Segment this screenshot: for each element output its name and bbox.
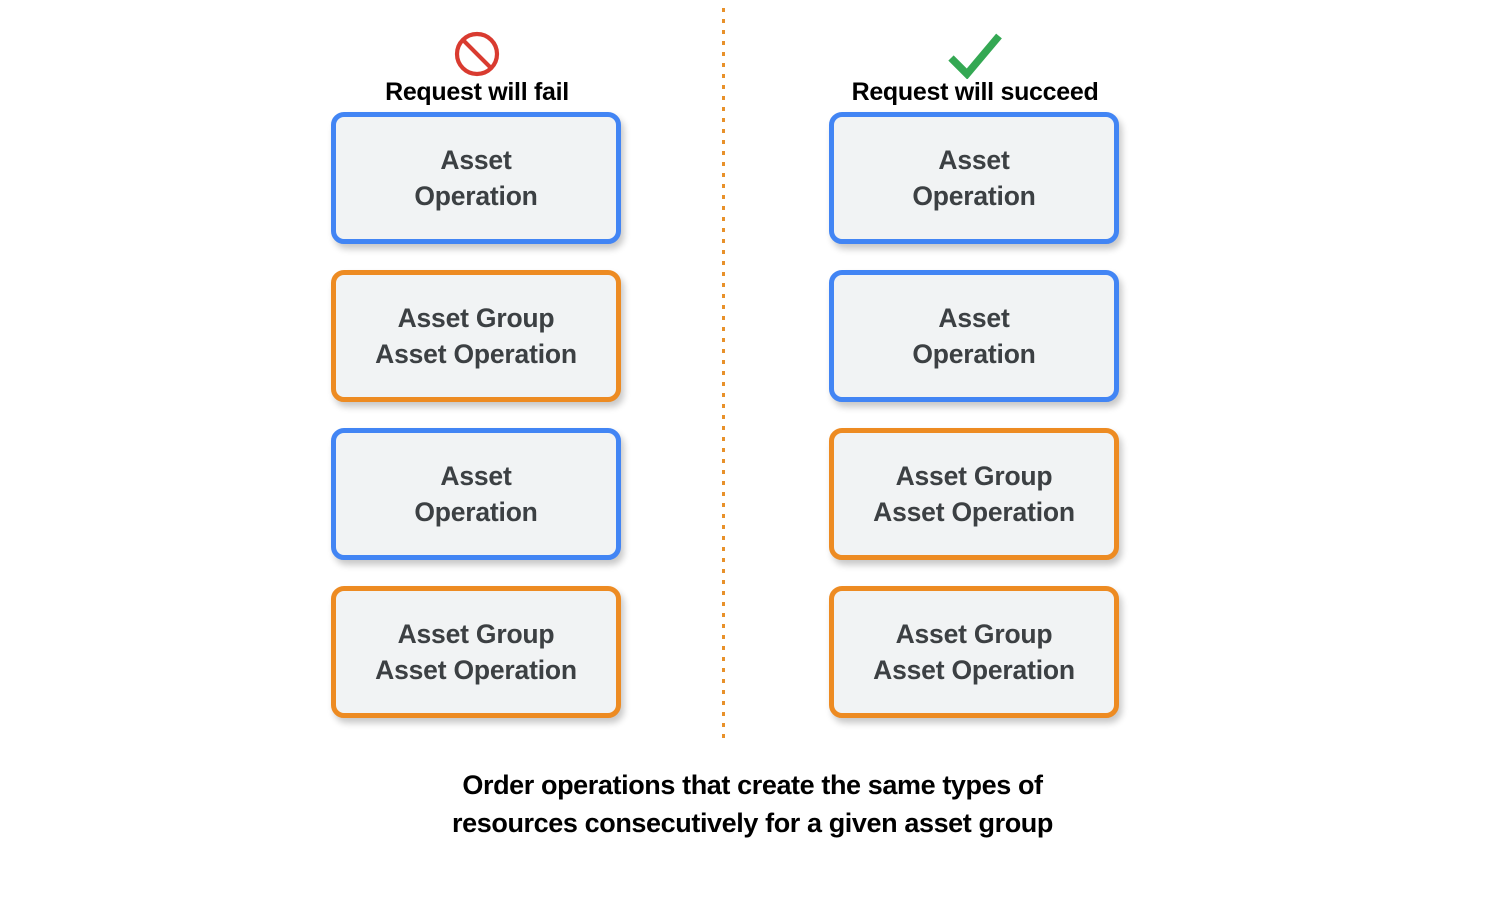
operation-box-label: Asset Operation — [912, 144, 1036, 211]
operation-box-asset[interactable]: Asset Operation — [829, 112, 1119, 244]
column-header-succeed: Request will succeed — [829, 12, 1121, 109]
operation-box-label: Asset Group Asset Operation — [873, 460, 1075, 527]
operation-box-label: Asset Group Asset Operation — [873, 618, 1075, 685]
operation-box-label: Asset Operation — [414, 460, 538, 527]
operation-box-asset[interactable]: Asset Operation — [331, 428, 621, 560]
operation-box-label: Asset Group Asset Operation — [375, 302, 577, 369]
scenario-column-fail: Request will fail Asset Operation Asset … — [331, 12, 623, 718]
operation-box-label: Asset Group Asset Operation — [375, 618, 577, 685]
operation-list-fail: Asset Operation Asset Group Asset Operat… — [331, 112, 623, 718]
diagram-caption: Order operations that create the same ty… — [452, 770, 1053, 839]
operation-list-succeed: Asset Operation Asset Operation Asset Gr… — [829, 112, 1121, 718]
checkmark-icon — [943, 28, 1007, 80]
operation-box-label: Asset Operation — [414, 144, 538, 211]
operation-box-label: Asset Operation — [912, 302, 1036, 369]
column-header-fail: Request will fail — [331, 12, 623, 109]
column-divider — [722, 8, 725, 738]
column-title-fail: Request will fail — [385, 78, 569, 106]
operation-box-asset-group[interactable]: Asset Group Asset Operation — [331, 586, 621, 718]
scenario-column-succeed: Request will succeed Asset Operation Ass… — [829, 12, 1121, 718]
operation-box-asset-group[interactable]: Asset Group Asset Operation — [829, 586, 1119, 718]
prohibition-icon — [452, 28, 502, 80]
operation-box-asset-group[interactable]: Asset Group Asset Operation — [829, 428, 1119, 560]
operation-box-asset-group[interactable]: Asset Group Asset Operation — [331, 270, 621, 402]
operation-box-asset[interactable]: Asset Operation — [331, 112, 621, 244]
operation-box-asset[interactable]: Asset Operation — [829, 270, 1119, 402]
column-title-succeed: Request will succeed — [851, 78, 1099, 106]
